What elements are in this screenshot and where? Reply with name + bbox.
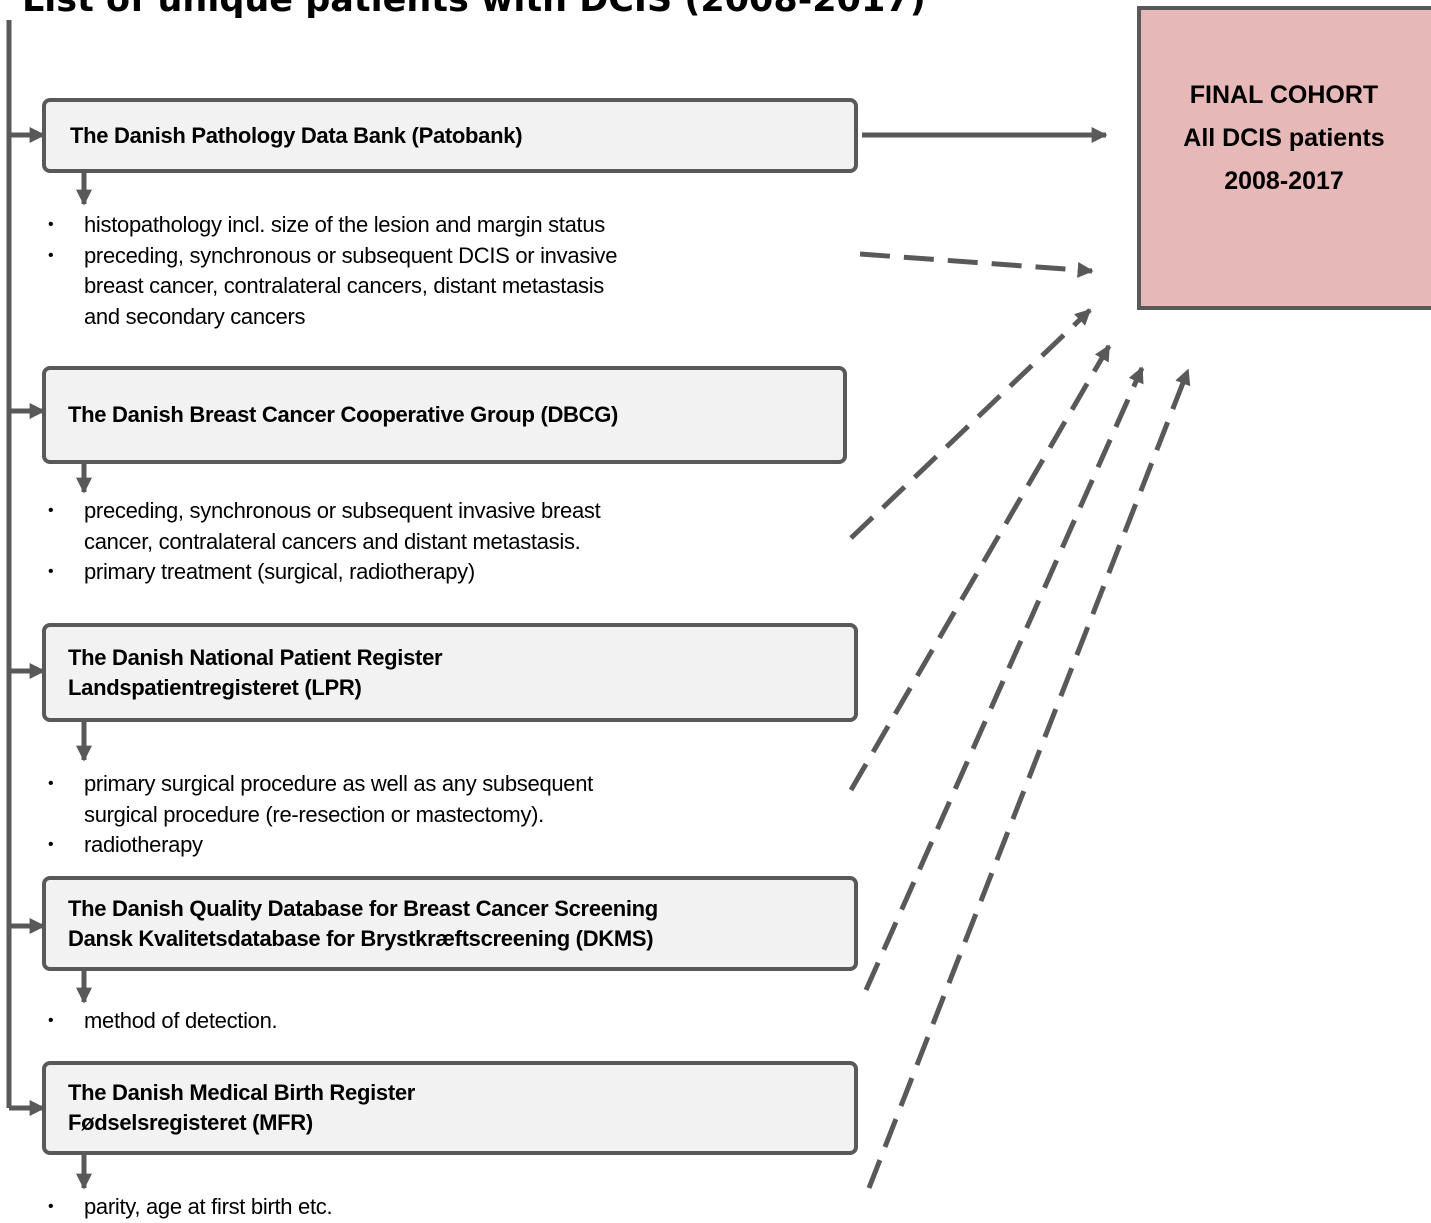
source-name-dbcg: The Danish Breast Cancer Cooperative Gro…	[68, 402, 619, 427]
final-cohort-period: 2008-2017	[1224, 167, 1344, 195]
source-box-patobank: The Danish Pathology Data Bank (Patobank…	[42, 98, 858, 173]
bullet-item: primary treatment (surgical, radiotherap…	[44, 557, 600, 588]
source-name-dkms-en: The Danish Quality Database for Breast C…	[68, 895, 658, 921]
final-cohort-subheading: All DCIS patients	[1183, 124, 1385, 152]
dashed-arrow-dbcg	[849, 308, 1092, 540]
bullet-item: preceding, synchronous or subsequent DCI…	[44, 241, 617, 333]
bullet-item: parity, age at first birth etc.	[44, 1192, 333, 1223]
bullet-list-dbcg: preceding, synchronous or subsequent inv…	[44, 496, 601, 588]
final-cohort-box: FINAL COHORT All DCIS patients 2008-2017	[1137, 6, 1431, 310]
bullet-item: radiotherapy	[44, 830, 593, 861]
bullet-item: histopathology incl. size of the lesion …	[44, 210, 617, 241]
source-name-mfr-da: Fødselsregisteret (MFR)	[68, 1110, 313, 1135]
diagram-title: List of unique patients with DCIS (2008-…	[22, 0, 926, 20]
source-box-lpr: The Danish National Patient Register Lan…	[42, 623, 858, 722]
bullet-list-patobank: histopathology incl. size of the lesion …	[44, 210, 617, 332]
source-name-dkms-da: Dansk Kvalitetsdatabase for Brystkræftsc…	[68, 925, 654, 951]
source-box-dkms: The Danish Quality Database for Breast C…	[42, 876, 858, 971]
source-name-lpr-en: The Danish National Patient Register	[68, 644, 443, 670]
source-box-dbcg: The Danish Breast Cancer Cooperative Gro…	[42, 366, 847, 464]
dashed-arrow-patobank	[859, 251, 1094, 278]
bullet-list-dkms: method of detection.	[44, 1006, 278, 1037]
bullet-item: primary surgical procedure as well as an…	[44, 769, 593, 830]
dashed-arrow-dkms	[863, 366, 1145, 992]
bullet-item: method of detection.	[44, 1006, 278, 1037]
source-box-mfr: The Danish Medical Birth Register Fødsel…	[42, 1061, 858, 1155]
bullet-list-lpr: primary surgical procedure as well as an…	[44, 769, 593, 861]
bullet-list-mfr: parity, age at first birth etc.	[44, 1192, 333, 1223]
dashed-arrow-mfr	[866, 368, 1191, 1189]
final-cohort-heading: FINAL COHORT	[1189, 81, 1379, 109]
bullet-item: preceding, synchronous or subsequent inv…	[44, 496, 601, 557]
source-name-lpr-da: Landspatientregisteret (LPR)	[68, 674, 362, 700]
source-name-patobank: The Danish Pathology Data Bank (Patobank…	[70, 122, 523, 148]
source-name-mfr-en: The Danish Medical Birth Register	[68, 1080, 416, 1105]
